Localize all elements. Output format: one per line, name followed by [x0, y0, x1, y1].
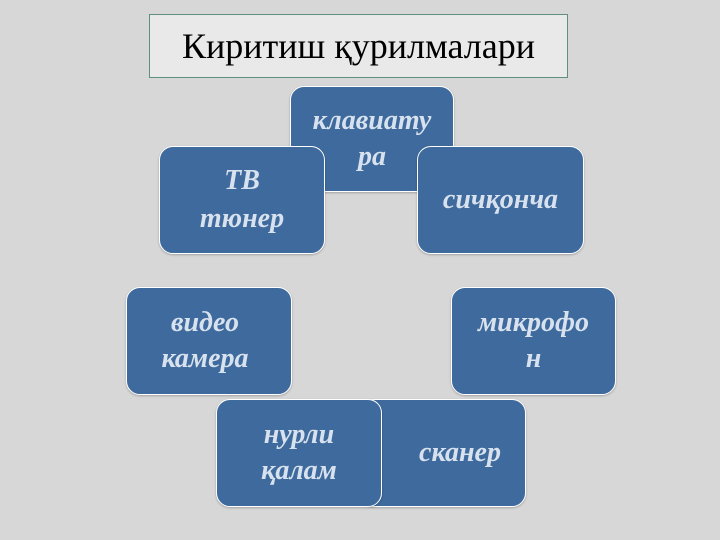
node-mouse: сичқонча [417, 146, 584, 254]
diagram-title: Киритиш қурилмалари [181, 26, 536, 66]
node-video-camera: видео камера [126, 287, 292, 395]
node-tv-tuner: ТВ тюнер [159, 146, 325, 254]
node-keyboard-label: клавиату ра [312, 105, 432, 172]
node-scanner: сканер [360, 399, 526, 507]
node-video-camera-label: видео камера [161, 307, 249, 374]
node-tv-tuner-label: ТВ тюнер [199, 165, 285, 234]
node-mouse-label: сичқонча [442, 184, 559, 215]
node-microphone: микрофо н [451, 287, 616, 395]
node-microphone-label: микрофо н [478, 307, 589, 374]
title-box: Киритиш қурилмалари [149, 14, 568, 78]
node-scanner-label: сканер [419, 437, 501, 468]
node-light-pen-label: нурли қалам [261, 419, 337, 486]
node-light-pen: нурли қалам [216, 399, 382, 507]
